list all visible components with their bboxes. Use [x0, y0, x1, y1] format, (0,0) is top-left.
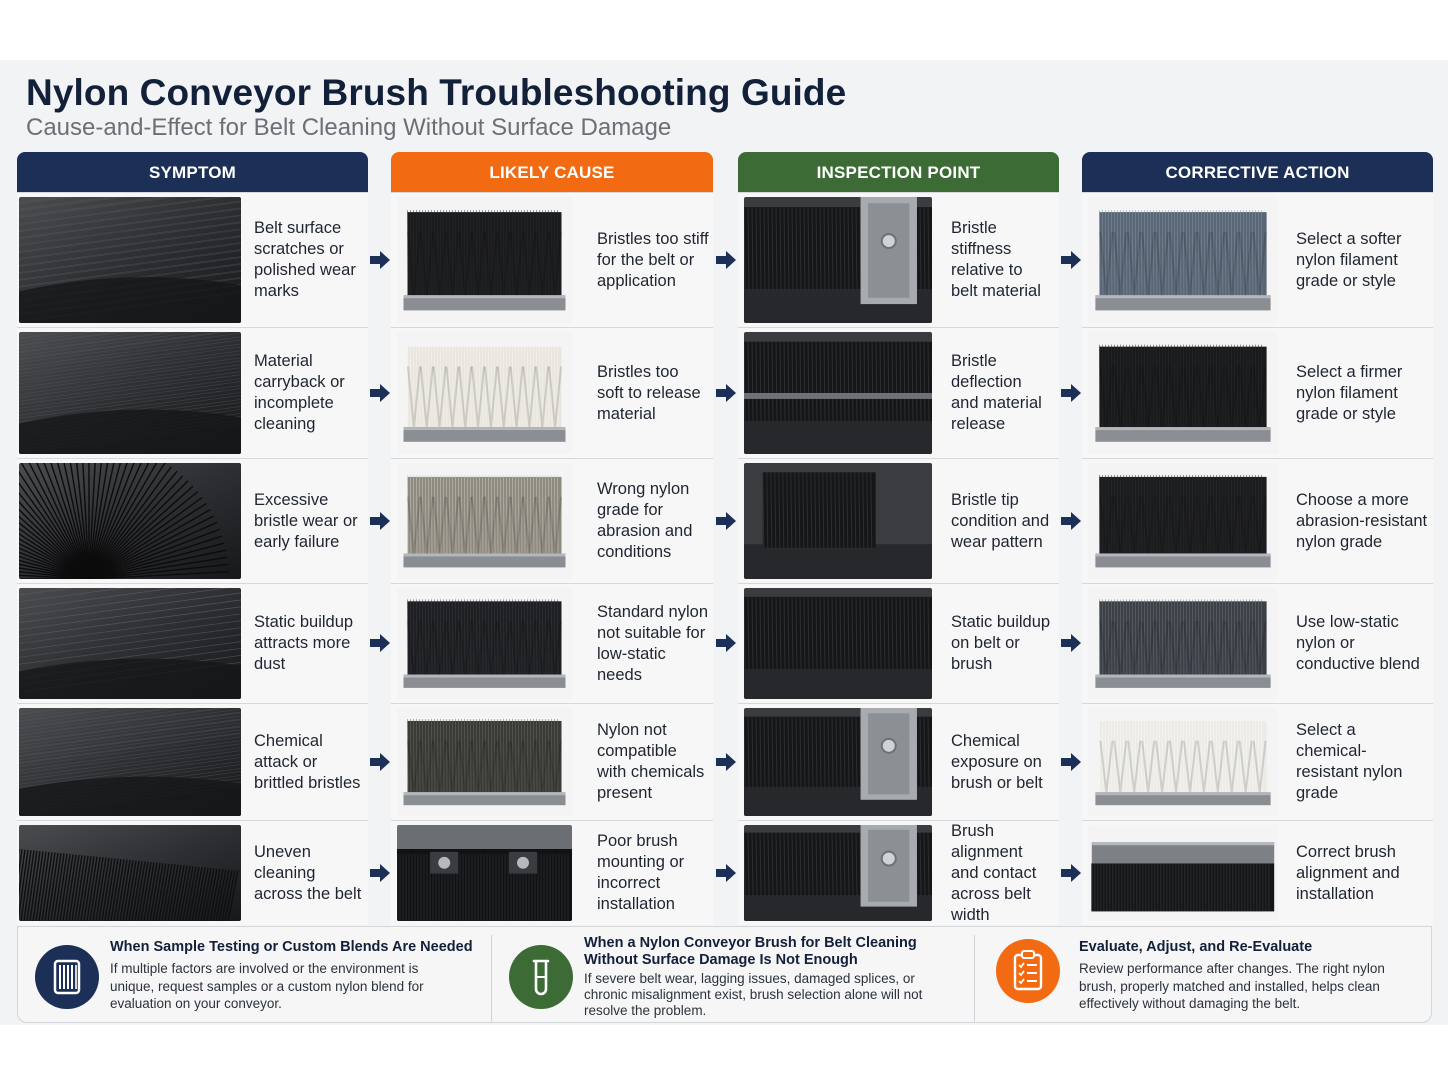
column-action: CORRECTIVE ACTION Select a softer nylon f…: [1082, 152, 1433, 925]
action-row: Correct brush alignment and installation: [1082, 820, 1433, 925]
action-photo: [1088, 588, 1278, 699]
symptom-row: Belt surface scratches or polished wear …: [17, 192, 368, 327]
cause-row: Nylon not compatible with chemicals pres…: [391, 703, 713, 820]
action-label: Select a chemical-resistant nylon grade: [1296, 721, 1403, 802]
cause-label: Bristles too soft to release material: [597, 362, 701, 423]
symptom-photo: [19, 588, 241, 699]
cause-photo: [397, 332, 572, 454]
inspection-photo: [744, 332, 932, 454]
cause-label: Standard nylon not suitable for low-stat…: [597, 602, 708, 684]
footer-section-sample-testing: When Sample Testing or Custom Blends Are…: [18, 927, 491, 1022]
footer-divider: [974, 935, 975, 1022]
action-label: Correct brush alignment and installation: [1296, 842, 1400, 903]
inspection-label: Chemical exposure on brush or belt: [951, 731, 1043, 792]
action-row: Choose a more abrasion-resistant nylon g…: [1082, 458, 1433, 583]
footer-title-not-enough: When a Nylon Conveyor Brush for Belt Cle…: [584, 935, 917, 968]
page-subtitle: Cause-and-Effect for Belt Cleaning Witho…: [26, 114, 672, 141]
column-header-symptom: SYMPTOM: [17, 152, 368, 192]
column-inspection: INSPECTION POINT Bristle stiffness relati…: [738, 152, 1059, 925]
cause-row: Bristles too stiff for the belt or appli…: [391, 192, 713, 327]
symptom-label: Material carryback or incomplete cleanin…: [254, 352, 345, 433]
cause-row: Bristles too soft to release material: [391, 327, 713, 458]
cause-photo: [397, 588, 572, 699]
inspection-label: Bristle stiffness relative to belt mater…: [951, 219, 1041, 300]
inspection-photo: [744, 708, 932, 816]
symptom-row: Excessive bristle wear or early failure: [17, 458, 368, 583]
symptom-row: Static buildup attracts more dust: [17, 583, 368, 703]
action-label: Select a softer nylon filament grade or …: [1296, 229, 1402, 290]
action-photo: [1088, 332, 1278, 454]
cause-photo: [397, 825, 572, 921]
inspection-label: Brush alignment and contact across belt …: [951, 821, 1037, 924]
column-header-cause: LIKELY CAUSE: [391, 152, 713, 192]
symptom-label: Belt surface scratches or polished wear …: [254, 219, 356, 300]
footer-title-sample-testing: When Sample Testing or Custom Blends Are…: [110, 939, 473, 955]
column-symptom: SYMPTOM Belt surface scratches or polishe…: [17, 152, 368, 925]
footer-title-evaluate: Evaluate, Adjust, and Re-Evaluate: [1079, 939, 1313, 955]
cause-photo: [397, 463, 572, 579]
inspection-photo: [744, 463, 932, 579]
action-photo: [1088, 463, 1278, 579]
action-row: Select a firmer nylon filament grade or …: [1082, 327, 1433, 458]
symptom-row: Uneven cleaning across the belt: [17, 820, 368, 925]
inspection-label: Static buildup on belt or brush: [951, 613, 1051, 673]
footer-section-not-enough: When a Nylon Conveyor Brush for Belt Cle…: [492, 927, 974, 1022]
action-photo: [1088, 825, 1278, 921]
inspection-photo: [744, 197, 932, 323]
footer-text-sample-testing: If multiple factors are involved or the …: [110, 961, 424, 1011]
symptom-row: Chemical attack or brittled bristles: [17, 703, 368, 820]
test-tube-icon: [509, 945, 573, 1009]
action-photo: [1088, 197, 1278, 323]
column-header-inspection: INSPECTION POINT: [738, 152, 1059, 192]
footer-text-not-enough: If severe belt wear, lagging issues, dam…: [584, 971, 923, 1018]
footer-divider: [491, 935, 492, 1022]
cause-label: Nylon not compatible with chemicals pres…: [597, 721, 705, 802]
cause-photo: [397, 708, 572, 816]
cause-row: Standard nylon not suitable for low-stat…: [391, 583, 713, 703]
clipboard-checklist-icon: [996, 939, 1060, 1003]
footer-panel: When Sample Testing or Custom Blends Are…: [17, 926, 1432, 1023]
column-cause: LIKELY CAUSE Bristles too stiff for the b…: [391, 152, 713, 925]
cause-row: Wrong nylon grade for abrasion and condi…: [391, 458, 713, 583]
symptom-photo: [19, 825, 241, 921]
cause-row: Poor brush mounting or incorrect install…: [391, 820, 713, 925]
cause-photo: [397, 197, 572, 323]
inspection-photo: [744, 588, 932, 699]
action-photo: [1088, 708, 1278, 816]
inspection-row: Static buildup on belt or brush: [738, 583, 1059, 703]
action-row: Select a chemical-resistant nylon grade: [1082, 703, 1433, 820]
inspection-row: Chemical exposure on brush or belt: [738, 703, 1059, 820]
inspection-label: Bristle tip condition and wear pattern: [951, 490, 1050, 551]
symptom-photo: [19, 332, 241, 454]
inspection-row: Bristle tip condition and wear pattern: [738, 458, 1059, 583]
symptom-label: Static buildup attracts more dust: [254, 613, 354, 673]
action-row: Select a softer nylon filament grade or …: [1082, 192, 1433, 327]
footer-section-evaluate: Evaluate, Adjust, and Re-Evaluate Review…: [975, 927, 1433, 1022]
cause-label: Bristles too stiff for the belt or appli…: [597, 229, 709, 290]
action-label: Choose a more abrasion-resistant nylon g…: [1296, 490, 1428, 551]
footer-text-evaluate: Review performance after changes. The ri…: [1079, 961, 1385, 1011]
inspection-row: Brush alignment and contact across belt …: [738, 820, 1059, 925]
inspection-label: Bristle deflection and material release: [951, 352, 1042, 433]
brush-cross-section-icon: [35, 945, 99, 1009]
inspection-row: Bristle stiffness relative to belt mater…: [738, 192, 1059, 327]
page-title: Nylon Conveyor Brush Troubleshooting Gui…: [26, 72, 847, 113]
symptom-photo: [19, 463, 241, 579]
symptom-photo: [19, 708, 241, 816]
action-row: Use low-static nylon or conductive blend: [1082, 583, 1433, 703]
cause-label: Poor brush mounting or incorrect install…: [597, 832, 685, 913]
action-label: Use low-static nylon or conductive blend: [1296, 613, 1420, 673]
cause-label: Wrong nylon grade for abrasion and condi…: [597, 480, 693, 561]
symptom-label: Uneven cleaning across the belt: [254, 842, 362, 903]
action-label: Select a firmer nylon filament grade or …: [1296, 362, 1403, 423]
symptom-row: Material carryback or incomplete cleanin…: [17, 327, 368, 458]
column-header-action: CORRECTIVE ACTION: [1082, 152, 1433, 192]
inspection-row: Bristle deflection and material release: [738, 327, 1059, 458]
symptom-label: Chemical attack or brittled bristles: [254, 731, 361, 792]
symptom-label: Excessive bristle wear or early failure: [254, 490, 358, 551]
symptom-photo: [19, 197, 241, 323]
inspection-photo: [744, 825, 932, 921]
